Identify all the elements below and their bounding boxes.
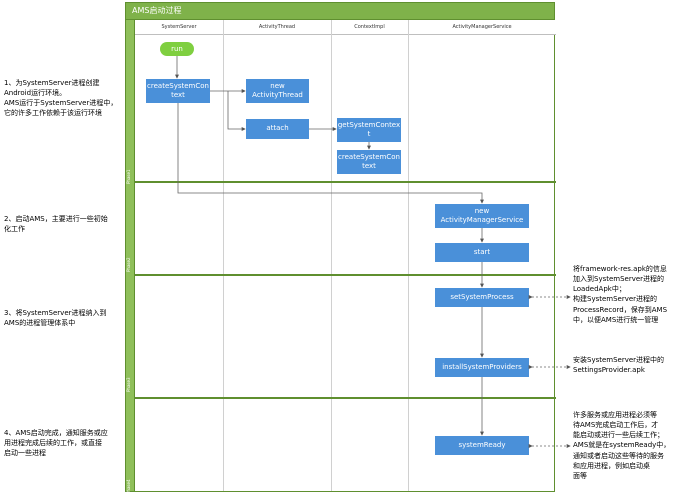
system-ready-note: 许多服务或应用进程必须等 待AMS完成启动工作后，才 能启动或进行一些后续工作；…	[573, 411, 671, 480]
column-divider-1	[223, 20, 224, 491]
create-system-context-node: createSystemCon text	[146, 79, 210, 103]
start-node: start	[435, 243, 529, 262]
column-divider-3	[408, 20, 409, 491]
attach-node: attach	[246, 119, 309, 139]
phase-label-2: Phase2	[126, 257, 131, 273]
step2-note: 2、启动AMS，主要进行一些初始 化工作	[4, 215, 108, 234]
system-ready-node: systemReady	[435, 436, 529, 455]
install-system-providers-node: installSystemProviders	[435, 358, 529, 377]
column-header-row	[135, 20, 556, 35]
column-header-ams: ActivityManagerService	[452, 24, 512, 30]
column-divider-2	[331, 20, 332, 491]
column-header-activitythread: ActivityThread	[258, 24, 296, 30]
phase-separator-3	[135, 397, 556, 399]
step1-note: 1、为SystemServer进程创建 Android运行环境。 AMS运行于S…	[4, 79, 118, 118]
phase-separator-2	[135, 274, 556, 276]
column-header-systemserver: SystemServer	[161, 24, 197, 30]
create-system-context-impl-node: createSystemCon text	[337, 150, 401, 174]
step3-note: 3、将SystemServer进程纳入到 AMS的进程管理体系中	[4, 309, 107, 328]
column-header-contextimpl: ContextImpl	[354, 24, 385, 30]
set-system-process-node: setSystemProcess	[435, 288, 529, 307]
phase-label-3: Phase3	[126, 377, 131, 393]
install-system-providers-note: 安装SystemServer进程中的 SettingsProvider.apk	[573, 356, 665, 375]
run-node: run	[160, 42, 194, 56]
diagram-title-bar: AMS启动过程	[126, 3, 554, 20]
phase-label-4: Phase4	[126, 479, 131, 495]
set-system-process-note: 将framework-res.apk的信息 加入到SystemServer进程的…	[573, 265, 668, 324]
phase-separator-1	[135, 181, 556, 183]
phase-label-1: Phase1	[126, 169, 131, 185]
phase-bar: Phase1 Phase2 Phase3 Phase4	[126, 20, 135, 495]
diagram-title: AMS启动过程	[132, 6, 182, 15]
new-activity-thread-node: new ActivityThread	[246, 79, 309, 103]
new-ams-node: new ActivityManagerService	[435, 204, 529, 228]
get-system-context-node: getSystemContex t	[337, 118, 401, 142]
step4-note: 4、AMS启动完成，通知服务或应 用进程完成后续的工作，或直接 启动一些进程	[4, 429, 108, 458]
